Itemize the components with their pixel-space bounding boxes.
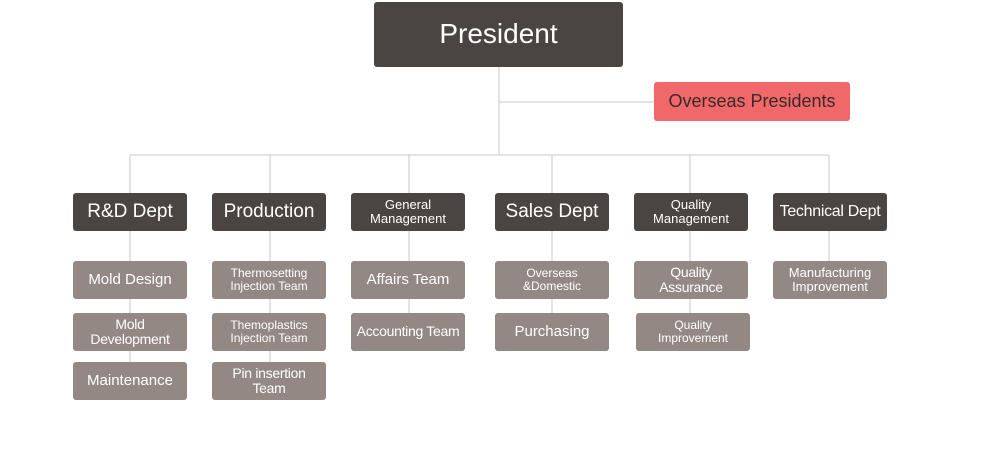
team-accounting: Accounting Team: [351, 313, 465, 351]
team-affairs: Affairs Team: [351, 261, 465, 299]
dept-general-management: General Management: [351, 193, 465, 231]
dept-rnd: R&D Dept: [73, 193, 187, 231]
dept-production: Production: [212, 193, 326, 231]
president-box: President: [374, 2, 623, 67]
team-pin-insertion: Pin insertion Team: [212, 362, 326, 400]
team-purchasing: Purchasing: [495, 313, 609, 351]
overseas-presidents-box: Overseas Presidents: [654, 82, 850, 121]
team-quality-improvement: Quality Improvement: [636, 313, 750, 351]
team-overseas-domestic: Overseas &Domestic: [495, 261, 609, 299]
team-maintenance: Maintenance: [73, 362, 187, 400]
dept-quality-management: Quality Management: [634, 193, 748, 231]
team-thermosetting-injection: Thermosetting Injection Team: [212, 261, 326, 299]
team-quality-assurance: Quality Assurance: [634, 261, 748, 299]
dept-technical: Technical Dept: [773, 193, 887, 231]
team-mold-design: Mold Design: [73, 261, 187, 299]
team-thermoplastics-injection: Themoplastics Injection Team: [212, 313, 326, 351]
team-mold-development: Mold Development: [73, 313, 187, 351]
team-manufacturing-improvement: Manufacturing Improvement: [773, 261, 887, 299]
dept-sales: Sales Dept: [495, 193, 609, 231]
